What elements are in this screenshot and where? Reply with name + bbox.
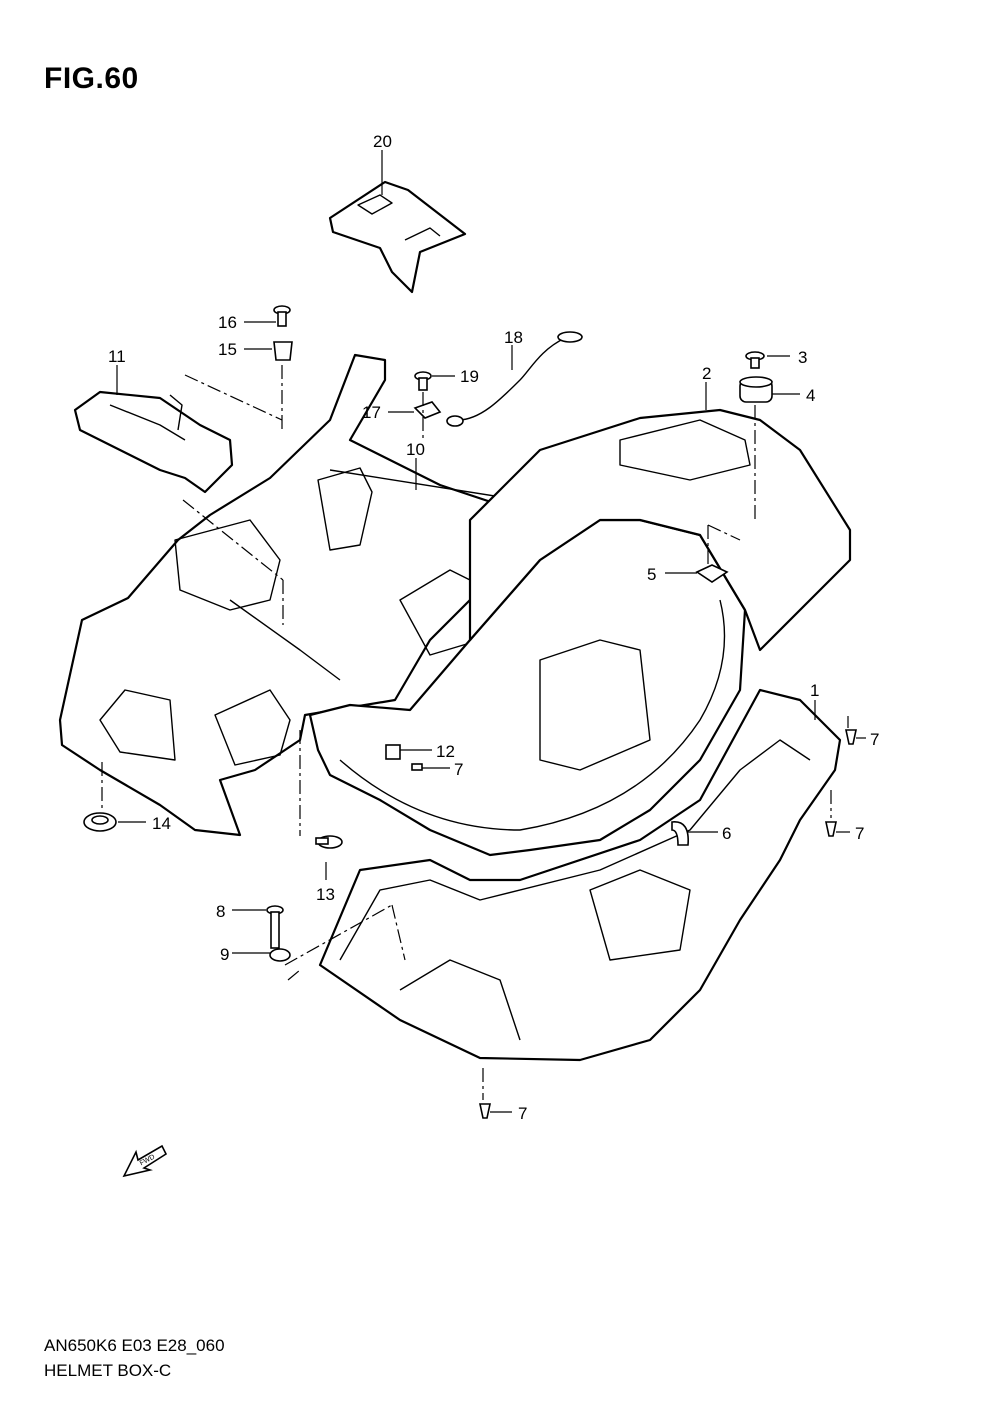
part-11-bracket: [73, 390, 234, 494]
callout-2: 2: [702, 364, 711, 383]
callout-1: 1: [810, 681, 819, 700]
callout-4: 4: [806, 386, 815, 405]
callout-3: 3: [798, 348, 807, 367]
callout-9: 9: [220, 945, 229, 964]
part-3-screw: [745, 351, 765, 369]
callout-labels: 20 16 15 11 18 19 17 10 3 4 2 5 1 7 12 7…: [108, 132, 879, 1123]
callout-6: 6: [722, 824, 731, 843]
callout-10: 10: [406, 440, 425, 459]
hardware: [83, 305, 857, 1119]
callout-7b: 7: [454, 760, 463, 779]
callout-13: 13: [316, 885, 335, 904]
callout-19: 19: [460, 367, 479, 386]
part-6-clamp: [671, 821, 689, 846]
part-7-screw-b: [845, 729, 857, 745]
callout-12: 12: [436, 742, 455, 761]
leader-lines: [101, 150, 866, 1113]
part-2-helmet-box: [308, 408, 852, 857]
callout-15: 15: [218, 340, 237, 359]
part-13-bolt: [315, 835, 343, 849]
part-17-clamp: [413, 401, 442, 419]
callout-18: 18: [504, 328, 523, 347]
figure-code: AN650K6 E03 E28_060: [44, 1336, 225, 1355]
callout-7d: 7: [518, 1104, 527, 1123]
part-7-screw-c: [825, 821, 837, 837]
part-14-grommet: [83, 812, 117, 832]
callout-17: 17: [362, 403, 381, 422]
callout-7c: 7: [855, 824, 864, 843]
fwd-arrow-icon: FWD: [122, 1144, 168, 1178]
part-7-screw-d: [479, 1103, 491, 1119]
part-5-nut: [695, 564, 729, 583]
part-9-washer: [269, 948, 291, 962]
callout-14: 14: [152, 814, 171, 833]
part-16-bolt: [273, 305, 291, 327]
part-18-cable: [446, 331, 583, 427]
part-4-cushion: [739, 376, 773, 403]
part-12-clip: [385, 744, 401, 760]
part-1-lower-tray: [318, 688, 842, 1062]
figure-title: FIG.60: [44, 62, 139, 95]
callout-8: 8: [216, 902, 225, 921]
callout-20: 20: [373, 132, 392, 151]
figure-name: HELMET BOX-C: [44, 1361, 172, 1380]
callout-5: 5: [647, 565, 656, 584]
part-15-clip: [273, 341, 293, 361]
callout-16: 16: [218, 313, 237, 332]
part-7-screw-a: [411, 763, 423, 771]
part-20-cover: [328, 180, 467, 294]
callout-7a: 7: [870, 730, 879, 749]
part-8-bolt: [266, 905, 284, 949]
part-19-screw: [414, 371, 432, 391]
callout-11: 11: [108, 347, 126, 366]
